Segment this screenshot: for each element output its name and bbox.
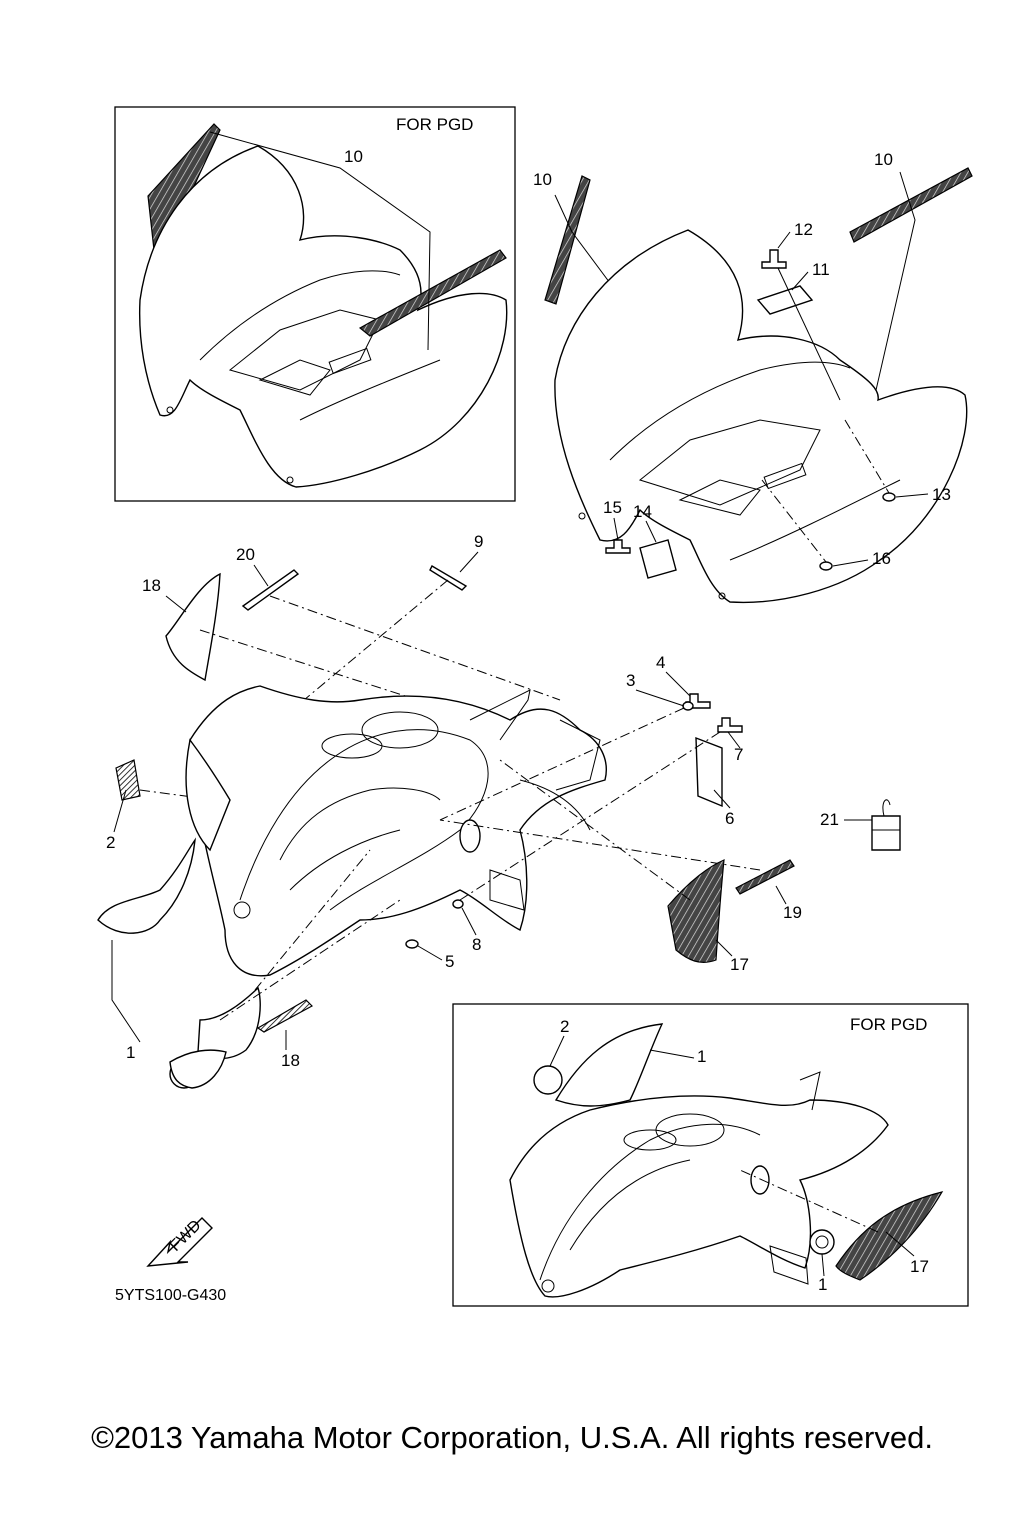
tag-21 — [871, 815, 901, 851]
callout-16: 16 — [872, 549, 891, 568]
headlight-mount-box — [750, 1165, 770, 1195]
callout-19: 19 — [783, 903, 802, 922]
callout-2-upper: 2 — [106, 833, 115, 852]
fwd-arrow-shape — [146, 1217, 213, 1267]
callout-7: 7 — [734, 745, 743, 764]
side-guard-left — [97, 837, 196, 934]
bolt-12 — [761, 249, 787, 269]
decal-2-upper — [115, 759, 141, 801]
callout-17-box: 17 — [910, 1257, 929, 1276]
pgd-box-label-2: FOR PGD — [850, 1015, 927, 1034]
grommet-16 — [819, 561, 833, 571]
callout-5: 5 — [445, 952, 454, 971]
pgd-box-frame-2 — [452, 1003, 969, 1307]
side-panel-left — [185, 738, 231, 852]
grommet-5 — [405, 939, 419, 949]
front-fender-group: 18 20 9 2 — [97, 532, 901, 1089]
strip-19 — [735, 859, 795, 895]
strip-9 — [429, 565, 468, 591]
clip-15 — [605, 539, 631, 554]
pgd-rear-fender — [138, 145, 508, 488]
reference-code: 5YTS100-G430 — [115, 1287, 226, 1304]
callout-4: 4 — [656, 653, 665, 672]
pgd-front-fender — [509, 1095, 889, 1298]
callout-11: 11 — [812, 260, 830, 279]
callout-8: 8 — [472, 935, 481, 954]
decal-2-lower — [256, 999, 313, 1033]
pgd-box-label: FOR PGD — [396, 115, 473, 134]
callout-13: 13 — [932, 485, 951, 504]
copyright-footer: ©2013 Yamaha Motor Corporation, U.S.A. A… — [91, 1420, 933, 1455]
decal-10-a — [544, 175, 591, 305]
emblem-1-box — [533, 1065, 563, 1095]
pad-14 — [639, 539, 677, 579]
callout-14: 14 — [633, 502, 652, 521]
nut-3 — [682, 701, 694, 711]
emblem-1-box-lower — [809, 1229, 835, 1255]
decal-18-box — [554, 1023, 664, 1107]
decal-10-b — [849, 167, 973, 243]
callout-6: 6 — [725, 809, 734, 828]
pad-11 — [756, 285, 814, 315]
callout-1-main: 1 — [126, 1043, 135, 1062]
pgd-rear-fender-box: FOR PGD 10 — [114, 106, 516, 502]
decal-17 — [667, 859, 725, 963]
callout-3: 3 — [626, 671, 635, 690]
bolt-7 — [717, 717, 743, 733]
decal-17-box — [835, 1191, 944, 1281]
fwd-arrow: FWD — [146, 1217, 213, 1267]
pgd-front-fender-box: FOR PGD 2 1 1 17 — [452, 1003, 969, 1307]
callout-20: 20 — [236, 545, 255, 564]
side-guard-lower — [197, 986, 261, 1060]
callout-17: 17 — [730, 955, 749, 974]
pgd-box-frame — [114, 106, 516, 502]
callout-18: 18 — [142, 576, 161, 595]
callout-15: 15 — [603, 498, 622, 517]
callout-10-a: 10 — [533, 170, 552, 189]
headlight-mount — [459, 819, 481, 853]
callout-12: 12 — [794, 220, 813, 239]
callout-1-box-top: 2 — [560, 1017, 569, 1036]
callout-9: 9 — [474, 532, 483, 551]
plate-6 — [695, 736, 723, 808]
callout-10-box: 10 — [344, 147, 363, 166]
callout-18-box: 1 — [697, 1047, 706, 1066]
washer-13 — [882, 492, 896, 502]
callout-2-lower: 18 — [281, 1051, 300, 1070]
callout-21: 21 — [820, 810, 839, 829]
strip-20 — [241, 569, 300, 611]
rear-fender — [554, 229, 968, 604]
decal-18 — [165, 572, 221, 682]
decal-10-right — [358, 249, 507, 337]
grommet-8 — [452, 899, 464, 909]
rear-fender-group: 10 10 12 11 13 15 14 — [533, 150, 973, 604]
callout-1-box-lower: 1 — [818, 1275, 827, 1294]
callout-10-b: 10 — [874, 150, 893, 169]
